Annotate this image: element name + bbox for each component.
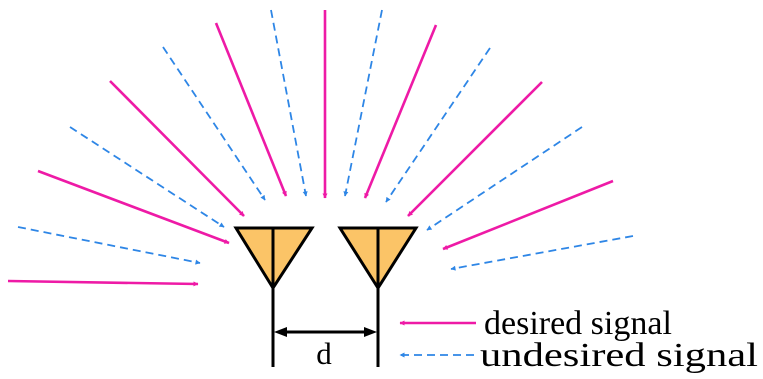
legend-item-undesired: undesired signal [399, 337, 758, 374]
desired-signal-arrow [442, 179, 614, 251]
legend-desired-label: desired signal [484, 305, 672, 342]
legend: desired signal undesired signal [399, 305, 758, 374]
desired-signal-arrow [7, 279, 199, 287]
undesired-signal-arrow [69, 126, 225, 228]
spacing-arrowhead-left [274, 327, 287, 337]
undesired-signal-arrow [17, 226, 201, 265]
undesired-signal-arrow [426, 126, 583, 231]
desired-signal-arrow [214, 22, 288, 197]
spacing-label: d [316, 336, 332, 371]
undesired-signal-arrow [343, 9, 383, 197]
undesired-signal-arrow [162, 46, 266, 201]
undesired-signal-arrows [17, 9, 634, 271]
legend-undesired-label: undesired signal [480, 337, 758, 374]
undesired-signal-arrow [270, 9, 308, 197]
spacing-dimension: d [274, 327, 377, 371]
undesired-signal-arrow [450, 235, 634, 271]
desired-signal-arrows [7, 10, 614, 287]
desired-signal-arrow [37, 169, 230, 245]
antenna-left [233, 226, 315, 367]
desired-signal-arrow [109, 80, 245, 217]
undesired-signal-arrow [385, 47, 491, 203]
legend-item-desired: desired signal [399, 305, 672, 342]
antenna-right [337, 226, 419, 367]
spacing-arrowhead-right [364, 327, 377, 337]
desired-signal-arrow [363, 24, 438, 199]
desired-signal-arrow [407, 81, 543, 217]
